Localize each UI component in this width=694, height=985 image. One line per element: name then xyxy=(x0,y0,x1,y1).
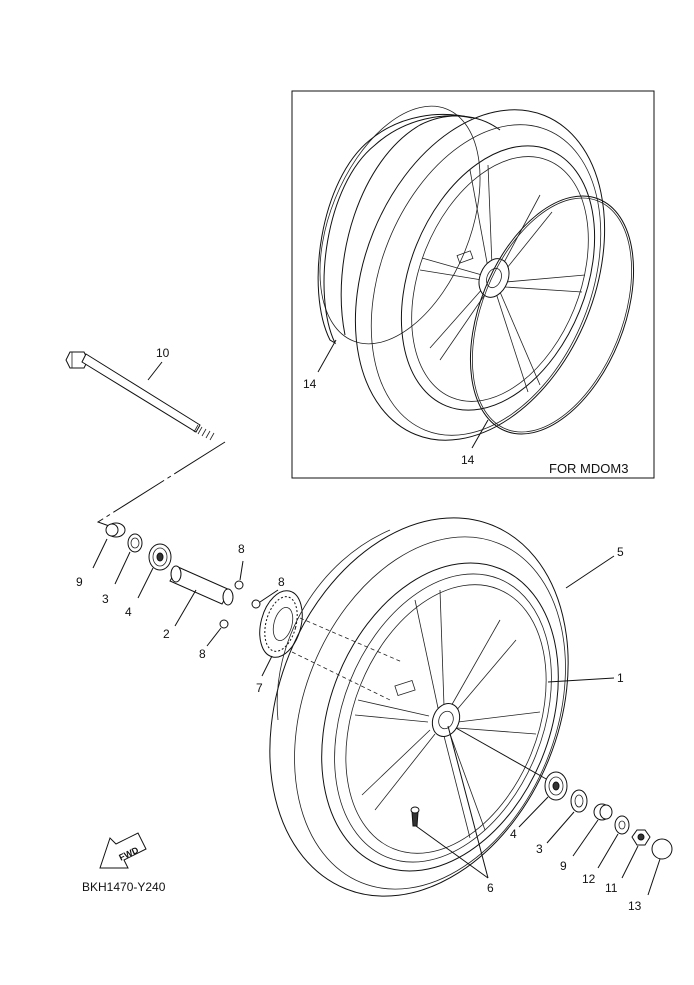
callout-4-right: 4 xyxy=(510,827,517,841)
part-6-valve: 6 xyxy=(410,725,494,895)
callout-4-left: 4 xyxy=(125,605,132,619)
callout-8-a: 8 xyxy=(238,542,245,556)
part-4-bearing-left: 4 xyxy=(125,543,172,619)
inset-wheel xyxy=(319,105,606,441)
callout-6: 6 xyxy=(487,881,494,895)
variant-inset: 14 14 FOR MDOM3 xyxy=(291,90,655,479)
diagram-code: BKH1470-Y240 xyxy=(82,880,166,894)
part-4-bearing-right: 4 xyxy=(510,771,568,841)
callout-10: 10 xyxy=(156,346,170,360)
part-5-tire: 5 xyxy=(269,517,624,897)
part-9-collar-right: 9 xyxy=(560,803,613,873)
callout-3-left: 3 xyxy=(102,592,109,606)
callout-1: 1 xyxy=(617,671,624,685)
axle-route-line xyxy=(96,441,226,528)
callout-8-c: 8 xyxy=(199,647,206,661)
part-7-sensor-rotor: 7 xyxy=(256,590,303,695)
hub-to-bearing-line xyxy=(455,727,549,781)
fwd-arrow-icon: FWD xyxy=(99,832,147,869)
callout-12: 12 xyxy=(582,872,596,886)
callout-5: 5 xyxy=(617,545,624,559)
callout-3-right: 3 xyxy=(536,842,543,856)
part-8-bolt-a: 8 xyxy=(234,542,245,590)
callout-2: 2 xyxy=(163,627,170,641)
o-ring-14-left xyxy=(317,113,473,345)
part-2-spacer: 2 xyxy=(163,565,234,641)
part-11-nut: 11 xyxy=(605,829,651,895)
part-1-wheel-rim: 1 xyxy=(321,562,624,872)
inset-frame xyxy=(291,90,655,479)
part-8-bolt-c: 8 xyxy=(199,619,229,661)
callout-7: 7 xyxy=(256,681,263,695)
callout-8-b: 8 xyxy=(278,575,285,589)
callout-14-a: 14 xyxy=(303,377,317,391)
part-10-axle: 10 xyxy=(65,346,215,441)
callout-9-left: 9 xyxy=(76,575,83,589)
callout-13: 13 xyxy=(628,899,642,913)
part-3-seal-right: 3 xyxy=(536,789,588,856)
callout-11: 11 xyxy=(605,881,618,895)
part-3-seal-left: 3 xyxy=(102,533,143,606)
part-13-cap: 13 xyxy=(628,838,673,913)
part-9-collar-left: 9 xyxy=(76,522,126,589)
alignment-line-upper xyxy=(299,617,403,663)
callout-14-b: 14 xyxy=(461,453,475,467)
variant-note: FOR MDOM3 xyxy=(549,461,628,476)
part-12-washer: 12 xyxy=(582,815,630,886)
callout-9-right: 9 xyxy=(560,859,567,873)
alignment-line-lower xyxy=(291,651,391,701)
o-ring-14-right xyxy=(469,195,635,435)
part-8-bolt-b: 8 xyxy=(251,575,285,609)
